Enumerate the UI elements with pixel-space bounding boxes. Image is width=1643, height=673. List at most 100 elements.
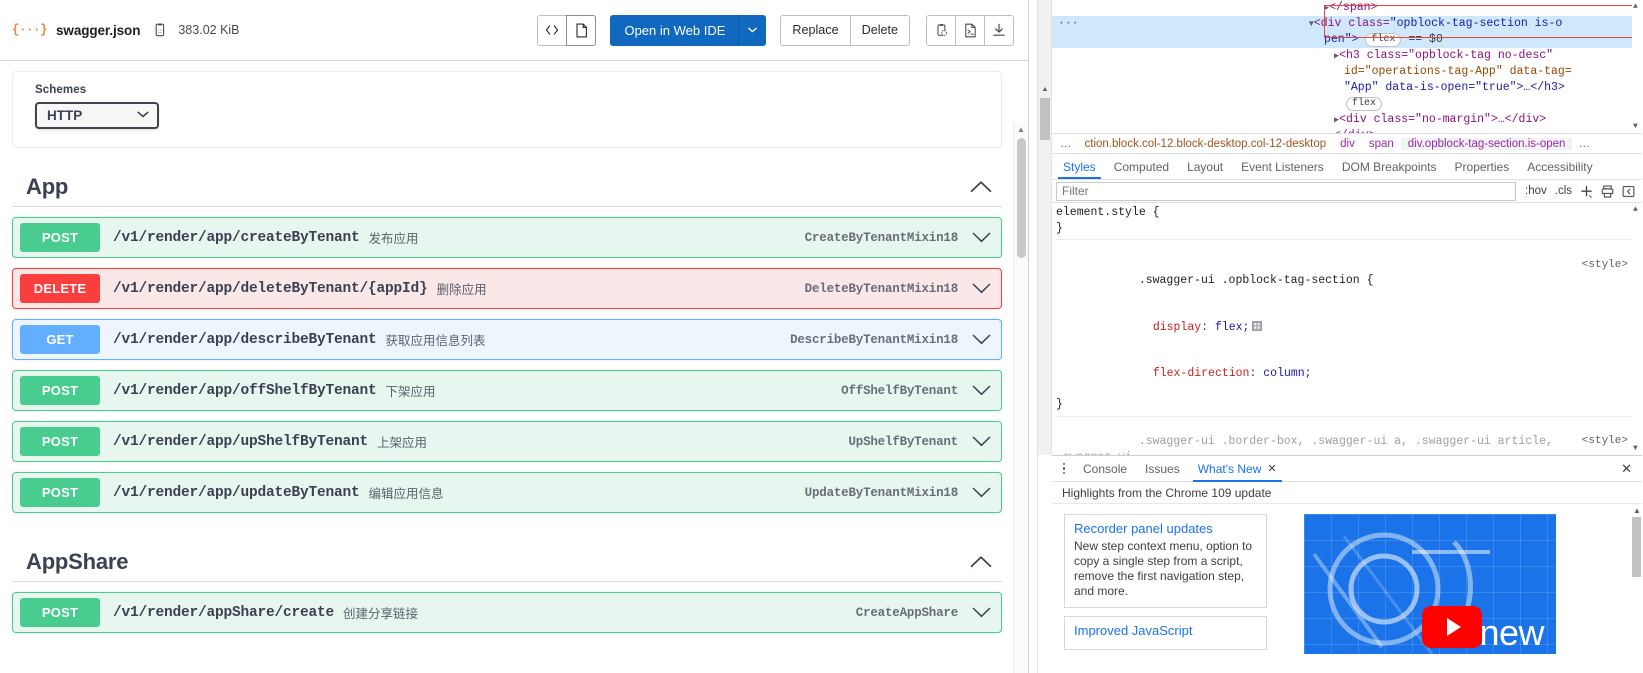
breadcrumb-item[interactable]: ction.block.col-12.block-desktop.col-12-…: [1084, 137, 1327, 150]
tab-issues[interactable]: Issues: [1136, 456, 1189, 482]
tab-whats-new[interactable]: What's New ✕: [1189, 456, 1286, 482]
chevron-down-icon[interactable]: [972, 487, 991, 498]
breadcrumb-overflow-right[interactable]: …: [1578, 137, 1590, 150]
flex-badge[interactable]: flex: [1346, 97, 1383, 111]
css-rule-origin[interactable]: <style>: [1581, 435, 1628, 447]
operation-row[interactable]: POST /v1/render/app/upShelfByTenant 上架应用…: [12, 421, 1002, 462]
chevron-down-icon[interactable]: [972, 607, 991, 618]
breadcrumb-overflow-left[interactable]: …: [1060, 137, 1072, 150]
dom-line[interactable]: flex: [1052, 96, 1642, 112]
view-code-icon[interactable]: [537, 14, 568, 46]
css-declaration[interactable]: display: flex;: [1056, 304, 1642, 351]
open-in-web-ide-button[interactable]: Open in Web IDE: [610, 14, 740, 46]
replace-button[interactable]: Replace: [780, 14, 851, 46]
operation-row[interactable]: GET /v1/render/app/describeByTenant 获取应用…: [12, 319, 1002, 360]
chevron-down-icon[interactable]: [972, 232, 991, 243]
scroll-up-arrow-icon[interactable]: ▲: [1017, 125, 1025, 134]
chevron-up-icon[interactable]: [970, 555, 992, 573]
cls-toggle[interactable]: .cls: [1554, 185, 1572, 197]
dom-line[interactable]: id="operations-tag-App" data-tag=: [1344, 65, 1572, 78]
whats-new-card[interactable]: Recorder panel updates New step context …: [1064, 514, 1267, 608]
scroll-down-arrow-icon[interactable]: ▼: [1633, 444, 1638, 453]
delete-button[interactable]: Delete: [849, 14, 910, 46]
chevron-down-icon[interactable]: [972, 436, 991, 447]
scrollbar-thumb[interactable]: [1040, 98, 1050, 140]
more-options-icon[interactable]: [1054, 462, 1074, 475]
toggle-sidebar-icon[interactable]: [1622, 185, 1635, 198]
breadcrumb-item[interactable]: span: [1368, 137, 1394, 150]
chevron-down-icon[interactable]: [738, 14, 767, 46]
styles-scrollbar[interactable]: ▲ ▼: [1631, 203, 1642, 455]
flexbox-editor-icon[interactable]: [1252, 320, 1263, 331]
chevron-down-icon[interactable]: [972, 334, 991, 345]
whats-new-scrollbar[interactable]: ▲: [1631, 504, 1642, 673]
scroll-down-arrow-icon[interactable]: ▼: [1633, 122, 1638, 131]
schemes-select[interactable]: HTTP: [35, 102, 159, 129]
dom-line-selected-cont[interactable]: pen"> flex == $0: [1052, 32, 1642, 48]
breadcrumb-item-selected[interactable]: div.opblock-tag-section.is-open: [1400, 137, 1573, 150]
dom-line[interactable]: ▶</span>: [1324, 1, 1378, 14]
css-rule-opblock-tag-section[interactable]: <style> .swagger-ui .opblock-tag-section…: [1056, 240, 1642, 417]
close-icon[interactable]: ✕: [1267, 463, 1277, 475]
css-declaration[interactable]: flex-direction: column;: [1056, 351, 1642, 398]
scroll-up-arrow-icon[interactable]: ▲: [1633, 205, 1638, 214]
whats-new-card[interactable]: Improved JavaScript: [1064, 616, 1267, 650]
css-rule-origin[interactable]: <style>: [1581, 258, 1628, 271]
operation-row[interactable]: POST /v1/render/appShare/create 创建分享链接 C…: [12, 592, 1002, 633]
expand-triangle-icon[interactable]: ▶: [1334, 115, 1340, 125]
dom-tree-scroll-indicators[interactable]: ▲ ▼: [1632, 0, 1642, 133]
card-title[interactable]: Recorder panel updates: [1074, 521, 1213, 536]
page-scrollbar[interactable]: ▲: [1013, 122, 1028, 673]
operation-row[interactable]: POST /v1/render/app/offShelfByTenant 下架应…: [12, 370, 1002, 411]
tag-header-app[interactable]: App: [12, 148, 1002, 207]
tab-properties[interactable]: Properties: [1454, 159, 1510, 174]
dom-line-selected[interactable]: ···▼<div class="opblock-tag-section is-o: [1052, 16, 1642, 32]
plus-icon[interactable]: [1580, 185, 1593, 198]
css-selector: .swagger-ui .opblock-tag-section {: [1138, 274, 1374, 287]
dom-line[interactable]: ▶<div class="no-margin">…</div>: [1334, 113, 1547, 126]
open-raw-icon[interactable]: [955, 14, 985, 46]
tab-dom-breakpoints[interactable]: DOM Breakpoints: [1341, 159, 1437, 174]
copy-icon[interactable]: [153, 23, 167, 38]
operation-row[interactable]: POST /v1/render/app/createByTenant 发布应用 …: [12, 217, 1002, 258]
search-input[interactable]: [1056, 181, 1516, 201]
scroll-up-arrow-icon[interactable]: ▲: [1633, 506, 1641, 515]
chevron-down-icon[interactable]: [972, 283, 991, 294]
css-rule-border-box[interactable]: <style>.swagger-ui .border-box, .swagger…: [1056, 417, 1642, 455]
flex-badge[interactable]: flex: [1365, 33, 1402, 47]
operation-row[interactable]: DELETE /v1/render/app/deleteByTenant/{ap…: [12, 268, 1002, 309]
tag-header-appshare[interactable]: AppShare: [12, 523, 1002, 582]
tab-styles[interactable]: Styles: [1054, 154, 1105, 179]
scroll-up-arrow-icon[interactable]: ▲: [1633, 2, 1638, 11]
tab-event-listeners[interactable]: Event Listeners: [1241, 159, 1324, 174]
expand-triangle-icon[interactable]: ▶: [1324, 3, 1330, 13]
tab-layout[interactable]: Layout: [1187, 159, 1224, 174]
card-title[interactable]: Improved JavaScript: [1074, 623, 1193, 638]
operation-path: /v1/render/app/describeByTenant: [113, 331, 377, 348]
dom-line[interactable]: </div>: [1052, 128, 1642, 133]
chevron-down-icon[interactable]: [972, 385, 991, 396]
css-rule-element-style[interactable]: element.style { }: [1056, 203, 1642, 240]
tab-computed[interactable]: Computed: [1113, 159, 1170, 174]
print-styles-icon[interactable]: [1601, 185, 1614, 198]
dom-line[interactable]: ▶<h3 class="opblock-tag no-desc": [1334, 49, 1554, 62]
whats-new-video-thumbnail[interactable]: new: [1304, 514, 1556, 654]
breadcrumb-item[interactable]: div: [1340, 137, 1355, 150]
operation-row[interactable]: POST /v1/render/app/updateByTenant 编辑应用信…: [12, 472, 1002, 513]
chevron-up-icon[interactable]: [970, 180, 992, 198]
dom-line[interactable]: "App" data-is-open="true">…</h3>: [1344, 81, 1565, 94]
collapse-triangle-icon[interactable]: ▼: [1308, 19, 1314, 29]
tab-console[interactable]: Console: [1074, 456, 1136, 482]
scrollbar-thumb[interactable]: [1017, 138, 1026, 258]
scroll-up-arrow-icon[interactable]: ▲: [1041, 85, 1049, 93]
tab-accessibility[interactable]: Accessibility: [1527, 159, 1593, 174]
expand-triangle-icon[interactable]: ▶: [1334, 51, 1340, 61]
download-icon[interactable]: [984, 14, 1014, 46]
view-raw-icon[interactable]: [566, 14, 597, 46]
hov-toggle[interactable]: :hov: [1525, 185, 1547, 197]
clipboard-copy-icon[interactable]: [926, 14, 956, 46]
youtube-play-icon[interactable]: [1422, 606, 1482, 648]
elements-tree-scrollbar[interactable]: ▲: [1038, 0, 1052, 455]
close-icon[interactable]: ✕: [1621, 460, 1632, 476]
scrollbar-thumb[interactable]: [1632, 517, 1641, 577]
